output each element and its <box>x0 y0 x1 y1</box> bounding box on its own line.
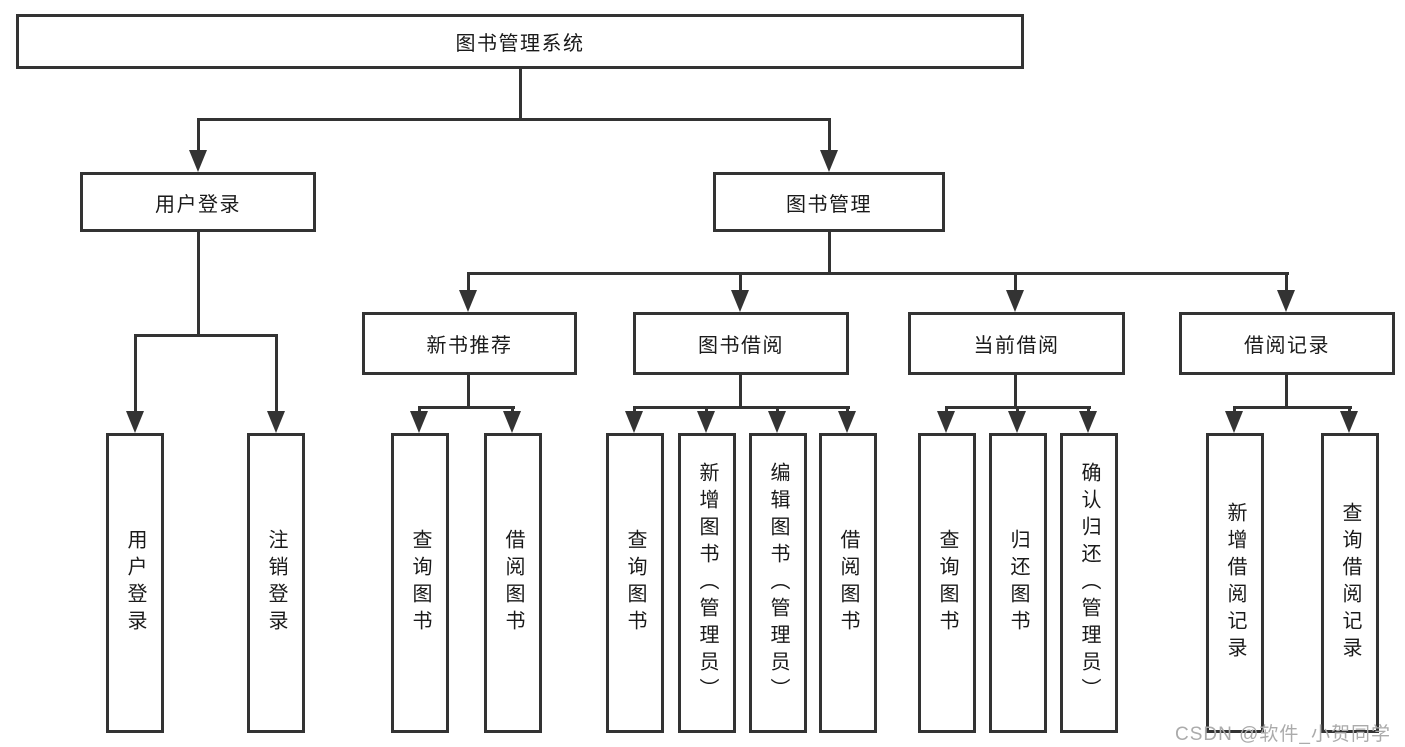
connector-drop-g3c3 <box>776 406 779 413</box>
leaf-borrow-books: 借阅图书 <box>819 433 877 733</box>
connector-drop-current-borrow <box>1014 272 1017 292</box>
leaf-query-books-current-label: 查询图书 <box>936 529 958 637</box>
connector-new-book-stem <box>467 375 470 406</box>
arrow-book-borrow <box>731 290 749 312</box>
leaf-borrow-books-recommend-label: 借阅图书 <box>502 529 524 637</box>
leaf-query-books-borrowing-label: 查询图书 <box>624 529 646 637</box>
leaf-query-books-current: 查询图书 <box>918 433 976 733</box>
arrow-g3c1 <box>625 411 643 433</box>
leaf-add-borrow-record-label: 新增借阅记录 <box>1224 502 1246 664</box>
connector-book-management-stem <box>828 232 831 272</box>
leaf-logout: 注销登录 <box>247 433 305 733</box>
leaf-add-borrow-record: 新增借阅记录 <box>1206 433 1264 733</box>
node-user-login: 用户登录 <box>80 172 316 232</box>
node-book-borrowing-label: 图书借阅 <box>698 335 784 357</box>
connector-drop-user-login <box>197 118 200 152</box>
connector-current-borrow-stem <box>1014 375 1017 406</box>
arrow-g4c3 <box>1079 411 1097 433</box>
connector-drop-g4c3 <box>1087 406 1090 413</box>
leaf-logout-label: 注销登录 <box>265 529 287 637</box>
connector-book-borrow-branch <box>633 406 850 409</box>
leaf-confirm-return-admin-label: 确认归还（管理员） <box>1078 461 1100 705</box>
leaf-query-books-borrowing: 查询图书 <box>606 433 664 733</box>
arrow-g4c1 <box>937 411 955 433</box>
leaf-user-login: 用户登录 <box>106 433 164 733</box>
leaf-return-books: 归还图书 <box>989 433 1047 733</box>
connector-borrow-record-branch <box>1233 406 1352 409</box>
node-current-borrowing: 当前借阅 <box>908 312 1125 375</box>
arrow-g5c2 <box>1340 411 1358 433</box>
csdn-watermark: CSDN @软件_小贺同学 <box>1175 724 1391 745</box>
connector-root-stem <box>519 68 522 118</box>
arrow-g3c2 <box>697 411 715 433</box>
leaf-add-books-admin-label: 新增图书（管理员） <box>696 461 718 705</box>
node-book-management: 图书管理 <box>713 172 945 232</box>
connector-user-login-branch <box>134 334 278 337</box>
leaf-borrow-books-recommend: 借阅图书 <box>484 433 542 733</box>
node-borrowing-records-label: 借阅记录 <box>1244 335 1330 357</box>
arrow-g2c2 <box>503 411 521 433</box>
connector-drop-g4c2 <box>1016 406 1019 413</box>
connector-drop-g3c2 <box>705 406 708 413</box>
arrow-logout <box>267 411 285 433</box>
node-current-borrowing-label: 当前借阅 <box>973 335 1060 357</box>
connector-book-borrow-stem <box>739 375 742 406</box>
connector-drop-borrow-record <box>1285 272 1288 292</box>
connector-drop-g5c1 <box>1233 406 1236 413</box>
leaf-add-books-admin: 新增图书（管理员） <box>678 433 736 733</box>
arrow-user-login <box>189 150 207 172</box>
node-library-management-system-label: 图书管理系统 <box>455 33 585 55</box>
leaf-edit-books-admin: 编辑图书（管理员） <box>749 433 807 733</box>
node-book-management-label: 图书管理 <box>786 193 872 216</box>
leaf-confirm-return-admin: 确认归还（管理员） <box>1060 433 1118 733</box>
arrow-new-book <box>459 290 477 312</box>
arrow-login <box>126 411 144 433</box>
leaf-query-borrow-record: 查询借阅记录 <box>1321 433 1379 733</box>
leaf-borrow-books-label: 借阅图书 <box>837 529 859 637</box>
node-book-borrowing: 图书借阅 <box>633 312 849 375</box>
arrow-book-management <box>820 150 838 172</box>
connector-new-book-branch <box>418 406 515 409</box>
connector-drop-g3c1 <box>633 406 636 413</box>
connector-user-login-stem <box>197 232 200 334</box>
connector-drop-book-management <box>828 118 831 152</box>
leaf-query-books-recommend: 查询图书 <box>391 433 449 733</box>
node-library-management-system: 图书管理系统 <box>16 14 1024 69</box>
connector-drop-g4c1 <box>945 406 948 413</box>
connector-drop-g3c4 <box>846 406 849 413</box>
connector-drop-book-borrow <box>739 272 742 292</box>
leaf-edit-books-admin-label: 编辑图书（管理员） <box>767 461 789 705</box>
arrow-g3c4 <box>838 411 856 433</box>
arrow-g3c3 <box>768 411 786 433</box>
connector-drop-g2c2 <box>511 406 514 413</box>
leaf-query-books-recommend-label: 查询图书 <box>409 529 431 637</box>
node-borrowing-records: 借阅记录 <box>1179 312 1395 375</box>
node-new-book-recommend-label: 新书推荐 <box>426 335 513 357</box>
leaf-query-borrow-record-label: 查询借阅记录 <box>1339 502 1361 664</box>
connector-drop-g2c1 <box>418 406 421 413</box>
connector-drop-new-book <box>467 272 470 292</box>
node-new-book-recommend: 新书推荐 <box>362 312 577 375</box>
connector-drop-login <box>134 334 137 413</box>
arrow-g2c1 <box>410 411 428 433</box>
leaf-user-login-label: 用户登录 <box>124 529 146 637</box>
connector-drop-g5c2 <box>1348 406 1351 413</box>
connector-level1-branch <box>197 118 831 121</box>
connector-drop-logout <box>275 334 278 413</box>
arrow-borrow-record <box>1277 290 1295 312</box>
connector-level3-branch <box>467 272 1289 275</box>
node-user-login-label: 用户登录 <box>155 193 241 216</box>
connector-borrow-record-stem <box>1285 375 1288 406</box>
arrow-g4c2 <box>1008 411 1026 433</box>
leaf-return-books-label: 归还图书 <box>1007 529 1029 637</box>
arrow-current-borrow <box>1006 290 1024 312</box>
arrow-g5c1 <box>1225 411 1243 433</box>
